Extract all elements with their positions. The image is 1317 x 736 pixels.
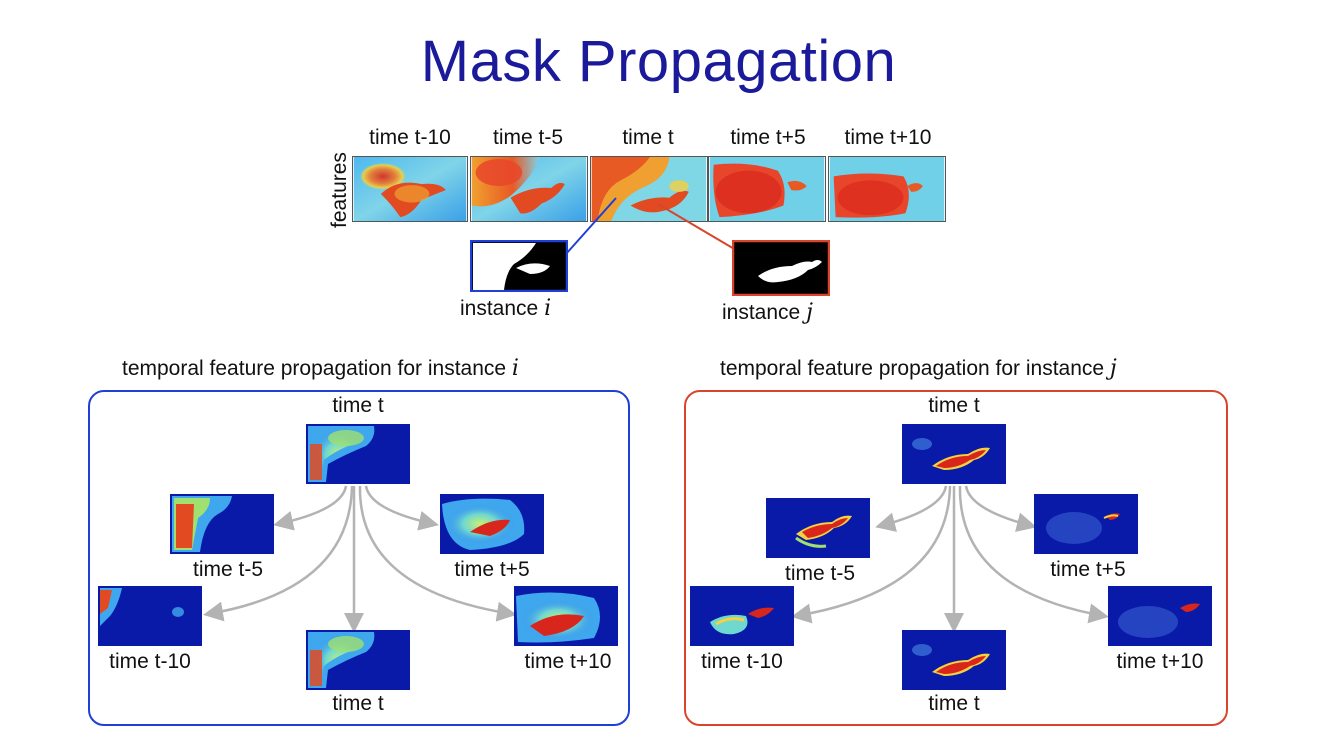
feature-heatmap-t+5 — [708, 156, 826, 222]
features-axis-label: features — [328, 152, 351, 228]
panel-i-label-bottom: time t — [332, 692, 384, 715]
panel-j-heatmap-t-5 — [766, 498, 870, 558]
panel-i-label-t+5: time t+5 — [454, 558, 530, 581]
instance-i-text: instance — [460, 297, 539, 320]
panel-j-label-t-5: time t-5 — [784, 562, 855, 585]
panel-j-heatmap-bottom — [902, 630, 1006, 690]
top-frame-label-t+5: time t+5 — [730, 126, 806, 149]
panel-i-heatmap-t+10 — [514, 586, 618, 646]
panel-i-label-t-5: time t-5 — [192, 558, 263, 581]
feature-heatmap-t+10 — [828, 156, 946, 222]
panel-j-title-text: temporal feature propagation for instanc… — [720, 357, 1105, 380]
panel-i-title-text: temporal feature propagation for instanc… — [122, 357, 507, 380]
top-frame-label-t: time t — [622, 126, 674, 149]
panel-j-label-top: time t — [928, 394, 980, 417]
panel-i-title: temporal feature propagation for instanc… — [122, 356, 519, 381]
top-frame-label-t-10: time t-10 — [369, 126, 451, 149]
instance-i-label: instance i — [460, 296, 551, 321]
feature-heatmap-t-5 — [470, 156, 588, 222]
panel-j-arrows — [791, 485, 1109, 633]
panel-j-title-var: j — [1109, 356, 1117, 381]
panel-i-heatmap-top — [306, 424, 410, 484]
panel-i-box — [88, 390, 630, 726]
panel-j-heatmap-t-10 — [690, 586, 794, 646]
panel-i-label-top: time t — [332, 394, 384, 417]
panel-i-label-t+10: time t+10 — [524, 650, 612, 673]
feature-heatmap-t-10 — [352, 156, 468, 222]
panel-j-label-t+10: time t+10 — [1116, 650, 1204, 673]
instance-connectors — [565, 197, 737, 255]
panel-j-heatmap-t+5 — [1034, 494, 1138, 554]
instance-j-mask — [732, 240, 830, 296]
instance-j-text: instance — [722, 301, 801, 324]
panel-j-title: temporal feature propagation for instanc… — [720, 356, 1117, 381]
panel-j-heatmap-top — [902, 424, 1006, 484]
instance-j-label: instance j — [722, 300, 813, 325]
instance-j-var: j — [806, 300, 813, 325]
panel-i-heatmap-bottom — [306, 630, 410, 690]
instance-i-var: i — [544, 296, 552, 321]
panel-i-heatmap-t-5 — [170, 494, 274, 554]
panel-i-arrows — [203, 485, 517, 633]
feature-heatmap-t — [590, 156, 708, 222]
panel-j-label-bottom: time t — [928, 692, 980, 715]
panel-j-label-t-10: time t-10 — [701, 650, 783, 673]
panel-j-heatmap-t+10 — [1108, 586, 1212, 646]
instance-i-mask — [470, 240, 568, 292]
panel-i-heatmap-t+5 — [440, 494, 544, 554]
top-frame-label-t-5: time t-5 — [492, 126, 563, 149]
slide-title: Mask Propagation — [420, 29, 897, 94]
panel-j-label-t+5: time t+5 — [1050, 558, 1126, 581]
panel-i-heatmap-t-10 — [98, 586, 202, 646]
top-frame-label-t+10: time t+10 — [844, 126, 932, 149]
panel-i-title-var: i — [511, 356, 519, 381]
panel-i-label-t-10: time t-10 — [109, 650, 191, 673]
panel-j-box — [684, 390, 1228, 726]
